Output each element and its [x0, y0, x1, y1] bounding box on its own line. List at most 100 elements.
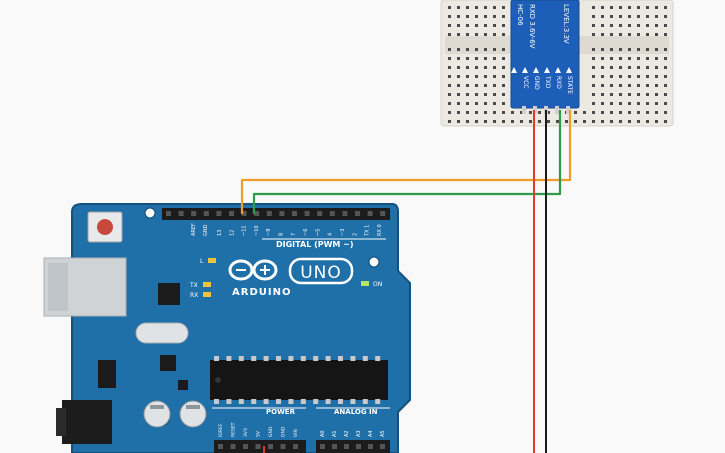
breadboard-hole: [601, 102, 604, 105]
breadboard-hole: [493, 24, 496, 27]
breadboard-hole: [637, 33, 640, 36]
analog-pin-label: A0: [320, 430, 326, 437]
module-voltage-label: RXD 3.6V-6V: [528, 4, 536, 49]
breadboard-hole: [493, 75, 496, 78]
breadboard-hole: [484, 111, 487, 114]
breadboard-hole: [457, 57, 460, 60]
chip-pin: [338, 399, 343, 404]
breadboard-hole: [466, 120, 469, 123]
header-socket: [268, 444, 273, 449]
breadboard-hole: [502, 93, 505, 96]
header-socket: [329, 211, 335, 216]
breadboard-hole: [547, 111, 550, 114]
breadboard-hole: [655, 15, 658, 18]
chip-pin: [226, 399, 232, 404]
chip-pin: [238, 356, 244, 361]
breadboard-hole: [457, 66, 460, 69]
breadboard-hole: [592, 111, 595, 114]
breadboard-hole: [502, 24, 505, 27]
breadboard-hole: [619, 66, 622, 69]
breadboard-hole: [646, 33, 649, 36]
led-on-label: ON: [373, 281, 382, 288]
breadboard-hole: [484, 6, 487, 9]
breadboard-hole: [484, 15, 487, 18]
digital-pin-label: ~10: [254, 225, 260, 236]
breadboard-hole: [502, 102, 505, 105]
module-level-label: LEVEL:3.3V: [562, 4, 570, 44]
breadboard-hole: [448, 84, 451, 87]
breadboard-hole: [457, 84, 460, 87]
breadboard-hole: [592, 102, 595, 105]
breadboard-hole: [475, 102, 478, 105]
breadboard-hole: [646, 93, 649, 96]
breadboard-hole: [646, 111, 649, 114]
header-socket: [355, 211, 360, 216]
breadboard-hole: [628, 24, 631, 27]
module-pin-vcc: VCC: [522, 76, 529, 88]
breadboard-hole: [493, 111, 496, 114]
header-socket: [255, 444, 261, 449]
breadboard-hole: [655, 120, 658, 123]
digital-pin-label: 4: [328, 233, 334, 236]
chip-pin: [251, 399, 257, 404]
breadboard-hole: [655, 57, 658, 60]
breadboard-hole: [448, 33, 451, 36]
digital-pin-label: 8: [279, 233, 285, 236]
atmega-microcontroller: [210, 360, 388, 400]
breadboard-hole: [466, 102, 469, 105]
header-socket: [344, 444, 349, 449]
breadboard-hole: [475, 24, 478, 27]
breadboard-hole: [592, 48, 595, 51]
breadboard-hole: [664, 24, 667, 27]
breadboard-hole: [448, 111, 451, 114]
header-socket: [317, 211, 323, 216]
chip-pin: [313, 399, 319, 404]
header-socket: [216, 211, 222, 216]
chip-pin: [288, 356, 294, 361]
wire-orange-txd: [240, 110, 572, 214]
breadboard-hole: [637, 75, 640, 78]
breadboard-hole: [511, 120, 514, 123]
chip-pin: [350, 399, 356, 404]
analog-pin-label: A1: [332, 430, 338, 437]
breadboard-hole: [484, 93, 487, 96]
breadboard-hole: [511, 111, 514, 114]
digital-pin-label: 13: [217, 230, 223, 236]
header-socket: [243, 444, 248, 449]
breadboard-hole: [448, 120, 451, 123]
header-socket: [266, 211, 272, 216]
breadboard-hole: [583, 120, 586, 123]
digital-pin-label: ~3: [340, 229, 346, 236]
breadboard-hole: [619, 24, 622, 27]
breadboard-hole: [592, 84, 595, 87]
breadboard-hole: [493, 93, 496, 96]
breadboard-hole: [502, 6, 505, 9]
breadboard-hole: [655, 6, 658, 9]
breadboard-hole: [601, 33, 604, 36]
uno-badge: [288, 257, 354, 285]
breadboard-hole: [475, 111, 478, 114]
breadboard-hole: [574, 120, 577, 123]
breadboard-hole: [502, 57, 505, 60]
chip-pin: [214, 399, 219, 404]
breadboard-hole: [484, 75, 487, 78]
breadboard-hole: [475, 15, 478, 18]
breadboard-hole: [637, 111, 640, 114]
breadboard-hole: [646, 102, 649, 105]
breadboard-hole: [466, 24, 469, 27]
breadboard-hole: [619, 84, 622, 87]
board-brand: ARDUINO: [232, 287, 291, 298]
breadboard-hole: [628, 6, 631, 9]
capacitor: [143, 400, 171, 428]
breadboard-hole: [502, 15, 505, 18]
power-pin-label: GND: [268, 426, 274, 437]
breadboard-hole: [475, 120, 478, 123]
breadboard-hole: [610, 102, 613, 105]
breadboard-hole: [457, 120, 460, 123]
breadboard-hole: [628, 84, 631, 87]
chip-pin: [362, 356, 368, 361]
breadboard-hole: [637, 15, 640, 18]
breadboard-hole: [619, 57, 622, 60]
